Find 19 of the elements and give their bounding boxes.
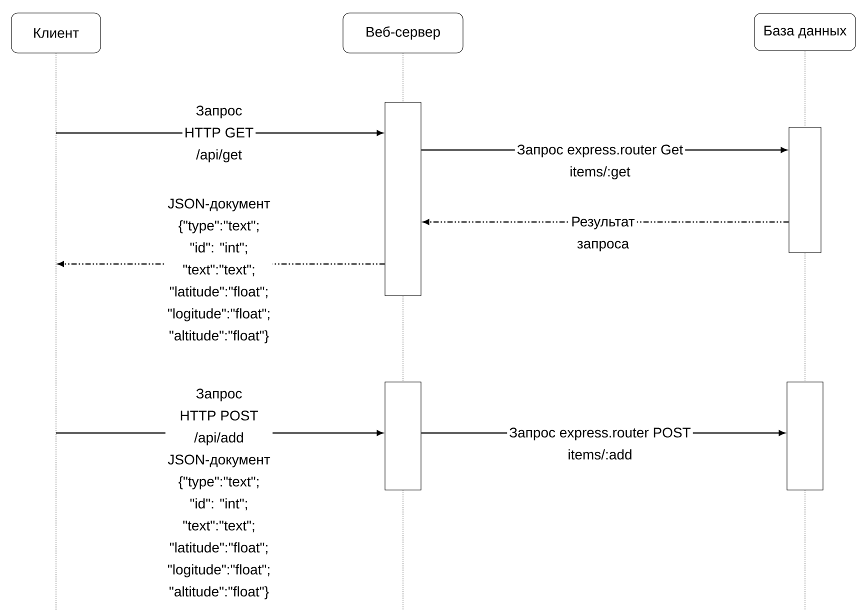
activation-box <box>788 127 822 253</box>
participant-box: База данных <box>754 13 856 51</box>
participant-box: Веб-сервер <box>342 12 464 54</box>
activation-box <box>384 382 422 490</box>
activation-box <box>786 382 824 490</box>
activation-box <box>384 102 422 296</box>
lifeline <box>804 50 806 128</box>
edge-label: Запрос HTTP POST /api/add JSON-документ {"type":"text"; "id": "int"; "text":"text"; "latitude":"float"; "logitude":"float"; "altitude":"float"} <box>165 381 273 605</box>
lifeline <box>402 490 404 610</box>
edge-label: Запрос HTTP GET /api/get <box>182 98 256 168</box>
edge-label: Запрос express.router POST items/:add <box>507 420 693 468</box>
edge-label: JSON-документ {"type":"text"; "id": "int"; "text":"text"; "latitude":"float"; "logitude":"float"; "altitude":"float"} <box>165 191 273 349</box>
edge-label: Результат запроса <box>569 209 637 257</box>
lifeline <box>804 252 806 382</box>
lifeline <box>402 296 404 382</box>
lifeline <box>402 53 404 102</box>
edge-label: Запрос express.router Get items/:get <box>514 137 686 185</box>
lifeline <box>804 490 806 610</box>
participant-box: Клиент <box>11 12 101 54</box>
